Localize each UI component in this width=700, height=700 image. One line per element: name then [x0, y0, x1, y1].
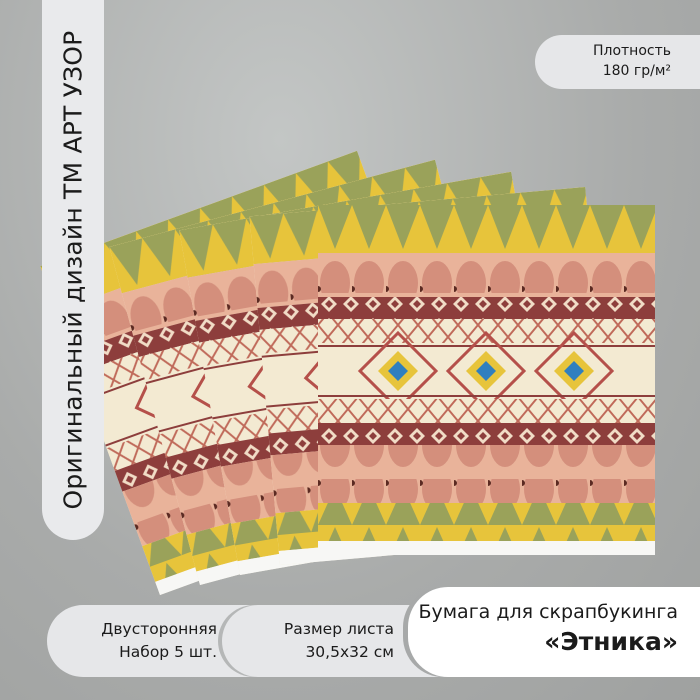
density-label: Плотность	[592, 43, 671, 59]
size-label: Размер листа	[283, 620, 394, 638]
brand-banner	[42, 0, 104, 540]
sheet-1	[316, 203, 657, 557]
product-title: Бумага для скрапбукинга	[418, 601, 678, 623]
product-title-badge: Бумага для скрапбукинга «Этника»	[408, 587, 700, 677]
feature-double-sided: Двусторонняя	[101, 620, 217, 638]
density-badge: Плотность 180 гр/м²	[535, 35, 700, 89]
density-value: 180 гр/м²	[602, 63, 671, 79]
brand-banner-text: Оригинальный дизайн ТМ АРТ УЗОР	[58, 30, 88, 510]
feature-set-count: Набор 5 шт.	[119, 643, 217, 661]
size-value: 30,5х32 см	[305, 643, 394, 661]
product-name: «Этника»	[544, 627, 678, 656]
